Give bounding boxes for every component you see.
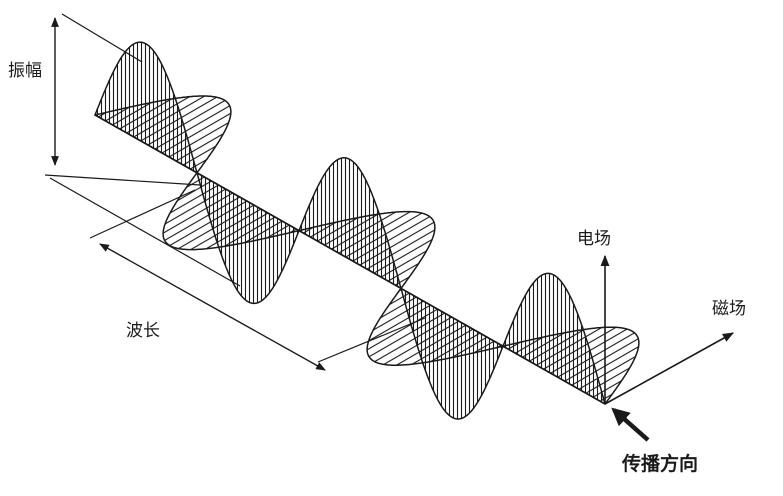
amplitude-label: 振幅 [8,61,42,81]
amplitude-dimension [44,13,201,186]
electric-lobe [298,157,402,290]
electric-lobe [400,287,504,420]
arrow-icon [611,407,650,442]
propagation-direction-label: 传播方向 [621,452,698,475]
wavelength-label: 波长 [126,321,160,341]
electric-lobe [94,41,198,174]
magnetic-field-axis [604,332,734,405]
electric-lobe [502,272,606,405]
propagation-axis [94,114,606,405]
wavelength-dimension [49,177,426,371]
magnetic-field-label: 磁场 [712,299,746,319]
wave-lobes [94,41,640,420]
electric-field-label: 电场 [577,229,611,249]
